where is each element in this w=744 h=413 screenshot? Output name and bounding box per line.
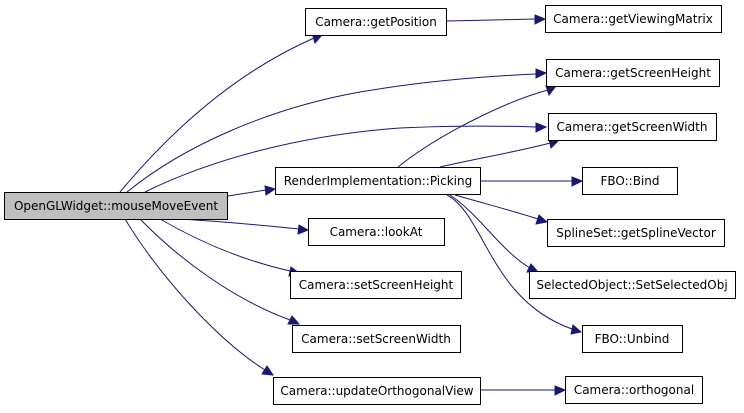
edge-picking-to-fbo-unbind	[446, 194, 573, 330]
node-label: Camera::getScreenHeight	[555, 66, 711, 80]
node-label: SplineSet::getSplineVector	[556, 226, 716, 240]
node-fbo-unbind[interactable]: FBO::Unbind	[582, 325, 683, 353]
arrowhead	[554, 385, 567, 396]
node-orthogonal[interactable]: Camera::orthogonal	[565, 376, 703, 404]
node-root[interactable]: OpenGLWidget::mouseMoveEvent	[4, 192, 228, 220]
arrowhead	[261, 365, 274, 376]
node-fbo-bind[interactable]: FBO::Bind	[582, 167, 678, 195]
edge-root-to-picking	[227, 189, 267, 197]
edge-root-to-set-screen-height	[159, 218, 291, 272]
edge-root-to-look-at	[179, 218, 300, 230]
arrowhead	[535, 214, 549, 225]
arrowhead	[545, 85, 558, 97]
edge-root-to-get-screen-height	[126, 73, 537, 193]
edges	[119, 14, 584, 396]
node-set-screen-height[interactable]: Camera::setScreenHeight	[290, 271, 462, 299]
node-label: Camera::getPosition	[315, 15, 437, 29]
edge-root-to-set-screen-width	[139, 218, 291, 321]
edge-picking-to-get-spline-vector	[454, 194, 539, 220]
node-get-screen-width[interactable]: Camera::getScreenWidth	[548, 113, 717, 141]
node-label: Camera::lookAt	[330, 225, 423, 239]
arrowhead	[571, 176, 584, 187]
arrowhead	[535, 122, 548, 133]
arrowhead	[297, 224, 310, 235]
arrowhead	[535, 68, 548, 79]
node-label: RenderImplementation::Picking	[284, 174, 473, 188]
node-label: Camera::getScreenWidth	[556, 120, 707, 134]
edge-root-to-get-position	[119, 37, 315, 193]
arrowhead	[534, 14, 547, 25]
node-label: Camera::updateOrthogonalView	[280, 384, 473, 398]
node-get-position[interactable]: Camera::getPosition	[305, 8, 447, 36]
edge-root-to-update-orthogonal-view	[124, 218, 266, 371]
arrowhead	[526, 263, 540, 273]
edge-picking-to-set-selected-obj	[449, 194, 531, 269]
arrowhead	[264, 185, 277, 196]
node-get-spline-vector[interactable]: SplineSet::getSplineVector	[547, 219, 725, 247]
arrowhead	[287, 315, 301, 325]
node-label: FBO::Unbind	[595, 332, 670, 346]
node-get-viewing-matrix[interactable]: Camera::getViewingMatrix	[545, 5, 722, 33]
node-label: SelectedObject::SetSelectedObj	[536, 278, 727, 292]
edge-picking-to-get-screen-height	[397, 89, 549, 168]
node-label: FBO::Bind	[600, 174, 659, 188]
node-label: Camera::setScreenHeight	[299, 278, 454, 292]
edge-get-position-to-get-viewing-matrix	[446, 18, 537, 22]
arrowhead	[570, 324, 583, 335]
node-update-orthogonal-view[interactable]: Camera::updateOrthogonalView	[273, 377, 481, 405]
nodes: OpenGLWidget::mouseMoveEvent Camera::get…	[4, 5, 736, 405]
node-set-screen-width[interactable]: Camera::setScreenWidth	[292, 325, 461, 353]
node-look-at[interactable]: Camera::lookAt	[308, 218, 445, 246]
node-get-screen-height[interactable]: Camera::getScreenHeight	[546, 59, 720, 87]
node-label: Camera::getViewingMatrix	[553, 12, 713, 26]
node-label: OpenGLWidget::mouseMoveEvent	[14, 199, 218, 213]
edge-root-to-get-screen-width	[144, 125, 537, 193]
node-label: Camera::setScreenWidth	[301, 332, 451, 346]
node-set-selected-obj[interactable]: SelectedObject::SetSelectedObj	[529, 271, 736, 299]
node-label: Camera::orthogonal	[574, 383, 694, 397]
edge-picking-to-get-screen-width	[439, 142, 551, 168]
node-picking[interactable]: RenderImplementation::Picking	[275, 167, 481, 195]
